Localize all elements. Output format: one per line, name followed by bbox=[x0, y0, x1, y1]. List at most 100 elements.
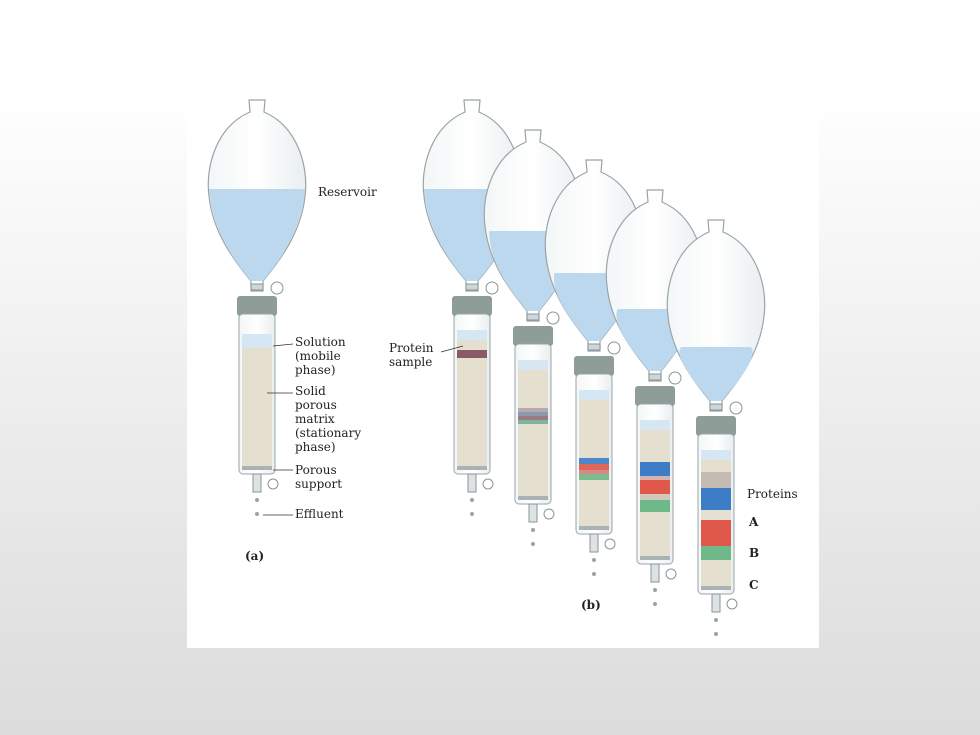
label-solution-1: Solution bbox=[295, 335, 346, 349]
stopcock-valve[interactable] bbox=[526, 313, 540, 321]
effluent-drop bbox=[592, 558, 596, 562]
porous-support bbox=[579, 526, 609, 530]
outlet-tube bbox=[711, 593, 721, 613]
stopcock-valve[interactable] bbox=[250, 283, 264, 291]
column-stopper bbox=[696, 416, 736, 436]
mobile-phase bbox=[701, 450, 731, 460]
outlet-valve-handle[interactable] bbox=[543, 508, 555, 520]
stopcock-handle[interactable] bbox=[729, 401, 743, 415]
column-stopper bbox=[574, 356, 614, 376]
mobile-phase bbox=[457, 330, 487, 340]
effluent-drop bbox=[470, 512, 474, 516]
mobile-phase bbox=[640, 420, 670, 430]
label-panel-a: (a) bbox=[245, 549, 264, 563]
label-protein-sample-1: Protein bbox=[389, 341, 434, 355]
outlet-valve-handle[interactable] bbox=[665, 568, 677, 580]
protein-band bbox=[640, 462, 670, 476]
apparatus-a bbox=[207, 99, 307, 516]
label-protein-a: A bbox=[748, 515, 759, 529]
stopcock-handle[interactable] bbox=[668, 371, 682, 385]
protein-band bbox=[457, 350, 487, 358]
label-panel-b: (b) bbox=[581, 598, 601, 612]
effluent-drop bbox=[531, 528, 535, 532]
porous-support bbox=[518, 496, 548, 500]
mobile-phase bbox=[242, 334, 272, 348]
protein-band bbox=[640, 494, 670, 500]
label-matrix-2: porous bbox=[295, 398, 337, 412]
stationary-phase bbox=[242, 348, 272, 466]
column-stopper bbox=[452, 296, 492, 316]
label-support-2: support bbox=[295, 477, 342, 491]
porous-support bbox=[640, 556, 670, 560]
stopcock-handle[interactable] bbox=[485, 281, 499, 295]
label-matrix-1: Solid bbox=[295, 384, 326, 398]
mobile-phase bbox=[518, 360, 548, 370]
protein-band bbox=[518, 408, 548, 412]
column-4 bbox=[605, 189, 705, 606]
column-stopper bbox=[237, 296, 277, 316]
effluent-drop bbox=[592, 572, 596, 576]
effluent-drop bbox=[255, 498, 259, 502]
porous-support bbox=[701, 586, 731, 590]
label-solution-2: (mobile bbox=[295, 349, 341, 363]
chromatography-figure: Reservoir Solution (mobile phase) Solid … bbox=[187, 86, 819, 648]
effluent-drop bbox=[714, 632, 718, 636]
label-matrix-3: matrix bbox=[295, 412, 335, 426]
protein-band bbox=[518, 420, 548, 424]
protein-band bbox=[701, 472, 731, 488]
outlet-valve-handle[interactable] bbox=[482, 478, 494, 490]
stopcock-handle[interactable] bbox=[270, 281, 284, 295]
label-proteins: Proteins bbox=[747, 487, 798, 501]
stopcock-valve[interactable] bbox=[465, 283, 479, 291]
outlet-valve-handle[interactable] bbox=[604, 538, 616, 550]
protein-band bbox=[701, 546, 731, 560]
outlet-tube bbox=[252, 473, 262, 493]
effluent-drop bbox=[255, 512, 259, 516]
apparatus-b bbox=[422, 99, 766, 636]
column-stopper bbox=[513, 326, 553, 346]
column-chromatography-diagram: Reservoir Solution (mobile phase) Solid … bbox=[207, 99, 798, 636]
protein-band bbox=[640, 476, 670, 480]
protein-band bbox=[579, 470, 609, 474]
effluent-drop bbox=[653, 588, 657, 592]
leader-solution bbox=[272, 343, 294, 347]
reservoir-liquid bbox=[679, 347, 753, 401]
column-5 bbox=[666, 219, 766, 636]
outlet-valve-handle[interactable] bbox=[726, 598, 738, 610]
label-reservoir: Reservoir bbox=[318, 185, 377, 199]
protein-band bbox=[640, 500, 670, 512]
mobile-phase bbox=[579, 390, 609, 400]
label-solution-3: phase) bbox=[295, 363, 336, 377]
stationary-phase bbox=[518, 370, 548, 496]
label-protein-c: C bbox=[749, 578, 759, 592]
stationary-phase bbox=[457, 340, 487, 466]
outlet-tube bbox=[589, 533, 599, 553]
outlet-valve-handle[interactable] bbox=[267, 478, 279, 490]
porous-support bbox=[457, 466, 487, 470]
outlet-tube bbox=[528, 503, 538, 523]
label-matrix-4: (stationary bbox=[295, 426, 361, 440]
protein-band bbox=[518, 412, 548, 416]
porous-support bbox=[242, 466, 272, 470]
label-effluent: Effluent bbox=[295, 507, 344, 521]
label-support-1: Porous bbox=[295, 463, 337, 477]
stopcock-valve[interactable] bbox=[709, 403, 723, 411]
outlet-tube bbox=[650, 563, 660, 583]
column-stopper bbox=[635, 386, 675, 406]
protein-band bbox=[701, 488, 731, 510]
stopcock-valve[interactable] bbox=[587, 343, 601, 351]
protein-band bbox=[701, 520, 731, 546]
stopcock-handle[interactable] bbox=[546, 311, 560, 325]
effluent-drop bbox=[714, 618, 718, 622]
label-protein-b: B bbox=[749, 546, 759, 560]
protein-band bbox=[579, 464, 609, 470]
leader-protein-sample bbox=[440, 345, 464, 353]
stopcock-handle[interactable] bbox=[607, 341, 621, 355]
protein-band bbox=[579, 474, 609, 480]
label-protein-sample-2: sample bbox=[389, 355, 432, 369]
effluent-drop bbox=[531, 542, 535, 546]
stopcock-valve[interactable] bbox=[648, 373, 662, 381]
protein-band bbox=[518, 416, 548, 420]
outlet-tube bbox=[467, 473, 477, 493]
protein-band bbox=[640, 480, 670, 494]
